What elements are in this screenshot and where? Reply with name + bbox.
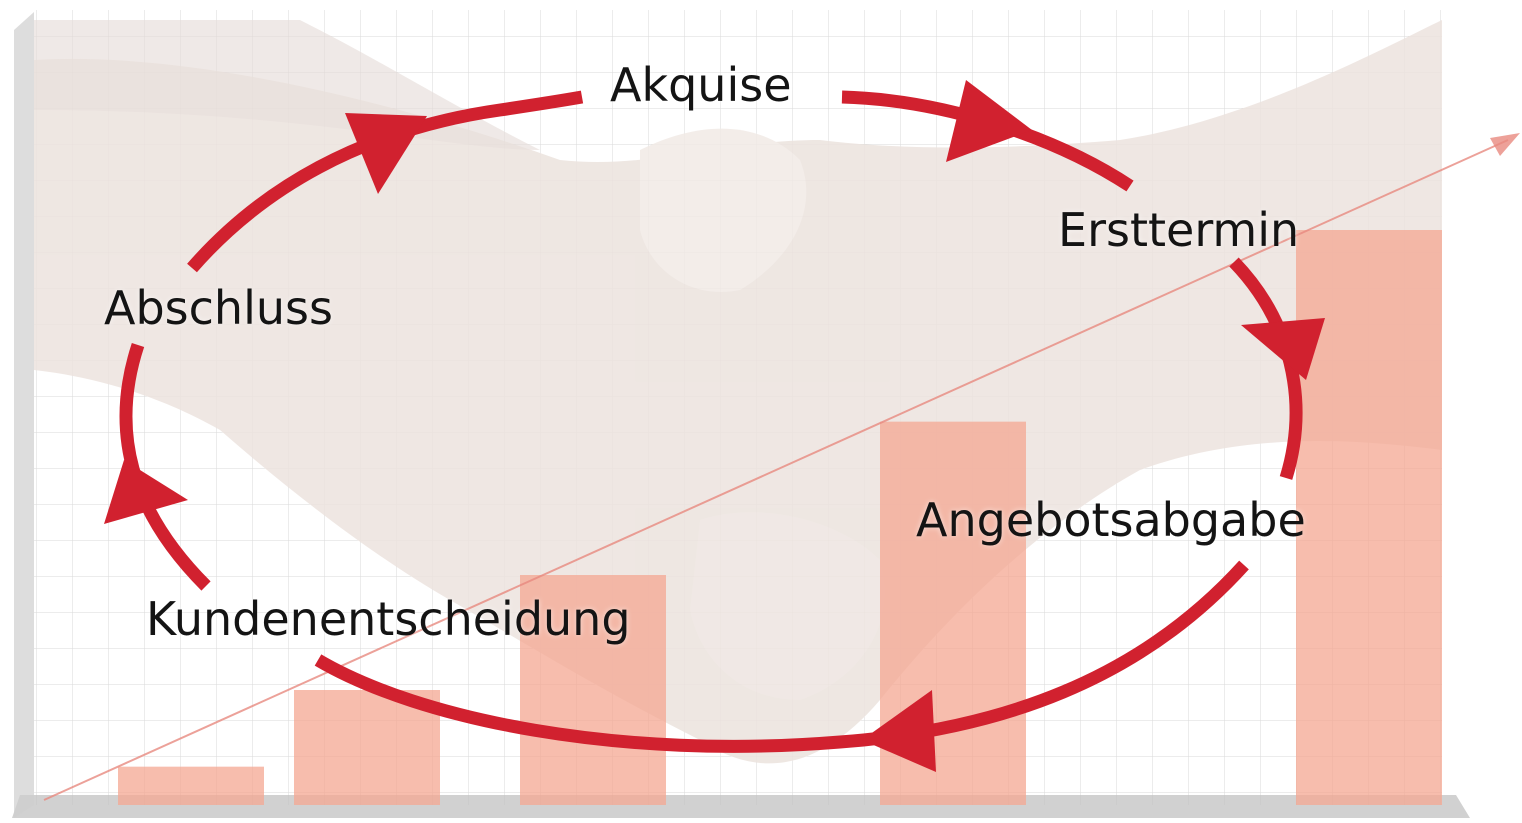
step-label-kundenentscheidung: Kundenentscheidung <box>146 596 631 642</box>
background-bar <box>118 767 264 805</box>
background-bar <box>1296 230 1442 805</box>
step-label-akquise: Akquise <box>610 62 792 108</box>
step-label-angebotsabgabe: Angebotsabgabe <box>916 497 1306 543</box>
step-label-abschluss: Abschluss <box>104 285 333 331</box>
step-label-ersttermin: Ersttermin <box>1058 207 1299 253</box>
